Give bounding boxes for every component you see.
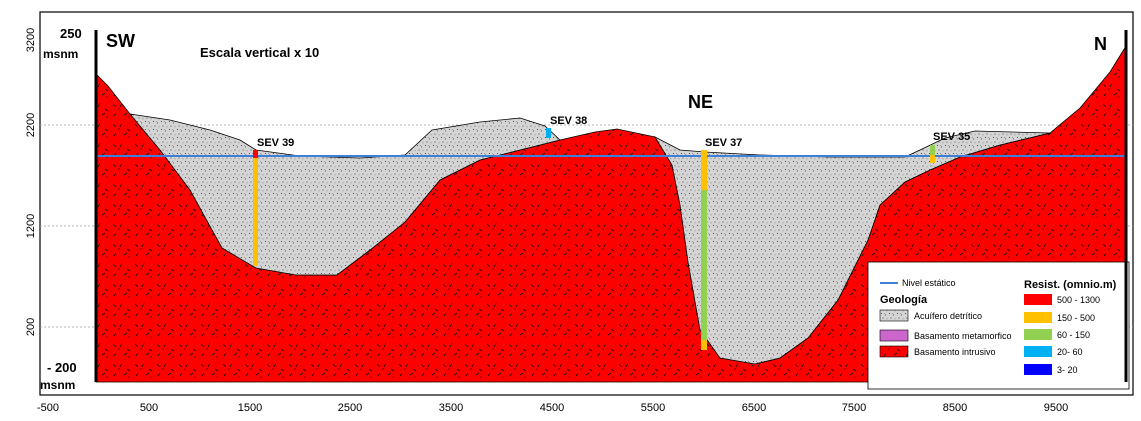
sev-35-label: SEV 35 <box>933 131 970 143</box>
legend-box <box>867 261 1130 390</box>
legend-static-level-label: Nivel estático <box>902 278 956 288</box>
x-tick: 1500 <box>238 402 262 414</box>
legend-intrusive-label: Basamento intrusivo <box>914 347 996 357</box>
legend: Nivel estático Geología Acuífero detríti… <box>867 261 1130 390</box>
legend-resistivity-title: Resist. (omnio.m) <box>1024 279 1117 291</box>
legend-metamorphic-swatch <box>879 329 909 342</box>
x-tick: 4500 <box>540 402 564 414</box>
legend-resist-swatch-20-60 <box>1024 346 1052 357</box>
legend-resist-label-20-60: 20- 60 <box>1057 347 1083 357</box>
left-scale-bottom-value: - 200 <box>47 360 77 375</box>
y-tick-1200: 1200 <box>25 214 37 238</box>
x-tick: -500 <box>37 402 59 414</box>
legend-resist-label-3-20: 3- 20 <box>1057 365 1078 375</box>
sev-39-column <box>253 150 258 266</box>
legend-resist-swatch-60-150 <box>1024 329 1052 340</box>
sev-38-column <box>546 128 551 138</box>
legend-intrusive-swatch <box>879 345 909 358</box>
legend-aquifer-swatch <box>879 309 909 322</box>
sev-35-column <box>930 145 935 163</box>
x-tick: 5500 <box>641 402 665 414</box>
legend-resist-swatch-150-500 <box>1024 312 1052 323</box>
legend-resist-swatch-3-20 <box>1024 364 1052 375</box>
legend-resist-swatch-500-1300 <box>1024 294 1052 305</box>
y-tick-3200: 3200 <box>25 28 37 52</box>
ne-label: NE <box>688 92 713 112</box>
sev-38-label: SEV 38 <box>550 115 587 127</box>
legend-resist-label-500-1300: 500 - 1300 <box>1057 295 1100 305</box>
left-scale-top-unit: msnm <box>43 47 78 61</box>
legend-aquifer-label: Acuífero detrítico <box>914 311 982 321</box>
legend-metamorphic-label: Basamento metamorfico <box>914 331 1012 341</box>
legend-geology-title: Geología <box>880 294 928 306</box>
x-tick: 6500 <box>742 402 766 414</box>
y-tick-2200: 2200 <box>25 113 37 137</box>
y-tick-200: 200 <box>25 318 37 336</box>
legend-resist-label-150-500: 150 - 500 <box>1057 313 1095 323</box>
left-scale-top-value: 250 <box>60 26 82 41</box>
vertical-scale-note: Escala vertical x 10 <box>200 45 319 60</box>
n-label: N <box>1094 34 1107 54</box>
x-tick: 9500 <box>1044 402 1068 414</box>
sev-39-label: SEV 39 <box>257 137 294 149</box>
left-scale-bottom-unit: msnm <box>40 378 75 392</box>
x-tick: 2500 <box>338 402 362 414</box>
x-tick: 8500 <box>943 402 967 414</box>
x-tick: 3500 <box>439 402 463 414</box>
x-axis: -500 500 1500 2500 3500 4500 5500 6500 7… <box>37 402 1068 414</box>
legend-resist-label-60-150: 60 - 150 <box>1057 330 1090 340</box>
x-tick: 7500 <box>842 402 866 414</box>
y-axis: 3200 2200 1200 200 <box>25 28 37 336</box>
x-tick: 500 <box>140 402 158 414</box>
sw-label: SW <box>106 31 135 51</box>
sev-37-column <box>701 150 707 350</box>
sev-37-label: SEV 37 <box>705 137 742 149</box>
